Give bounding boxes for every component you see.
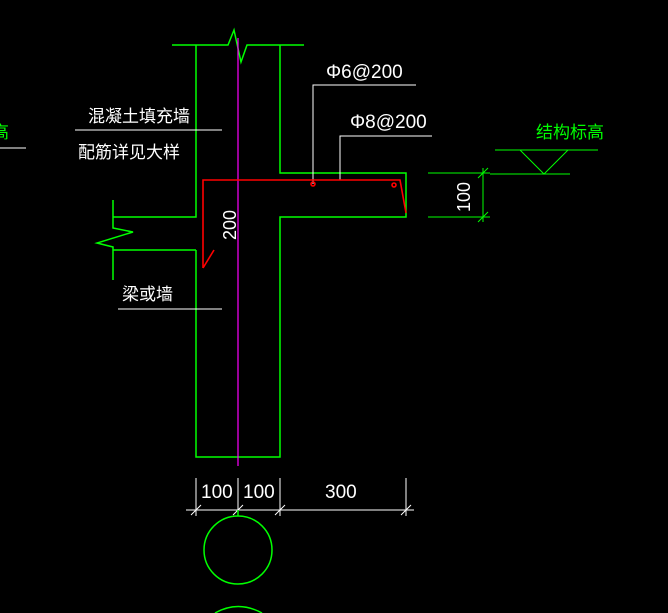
rebar-hook <box>202 249 215 269</box>
slab-rebar <box>202 179 407 268</box>
main-bar-spec-label: Φ8@200 <box>350 112 427 133</box>
beam-or-wall-label: 梁或墙 <box>122 285 173 304</box>
dimension-segment-3: 300 <box>325 482 357 503</box>
wall-outline <box>94 27 407 458</box>
left-edge-fragment-label: 高 <box>0 123 9 142</box>
rebar-dot-2 <box>391 182 397 188</box>
infill-wall-label: 混凝土填充墙 <box>88 107 190 126</box>
elevation-symbol <box>490 149 598 175</box>
leader-lines <box>0 84 432 310</box>
wall-width-vertical-label: 200 <box>220 210 240 240</box>
left-stub-outline <box>94 200 134 280</box>
dimension-segment-2: 100 <box>243 482 275 503</box>
main-bar-leader <box>339 135 432 180</box>
dimension-segment-1: 100 <box>201 482 233 503</box>
rebar-dot-1 <box>310 181 316 187</box>
stirrup-leader <box>312 84 416 184</box>
stirrup-spec-label: Φ6@200 <box>326 62 403 83</box>
reinforcement-note-label: 配筋详见大样 <box>78 143 180 162</box>
slab-thickness-dimension <box>428 167 490 223</box>
rebar-group <box>202 179 407 269</box>
structural-elevation-label: 结构标高 <box>536 123 604 142</box>
wall-right-outline <box>195 45 407 458</box>
slab-thickness-label: 100 <box>454 182 474 212</box>
text-labels: 混凝土填充墙 配筋详见大样 梁或墙 Φ6@200 Φ8@200 结构标高 200… <box>0 62 604 503</box>
wall-body-outline <box>113 45 197 218</box>
axis-bubble <box>203 510 273 613</box>
